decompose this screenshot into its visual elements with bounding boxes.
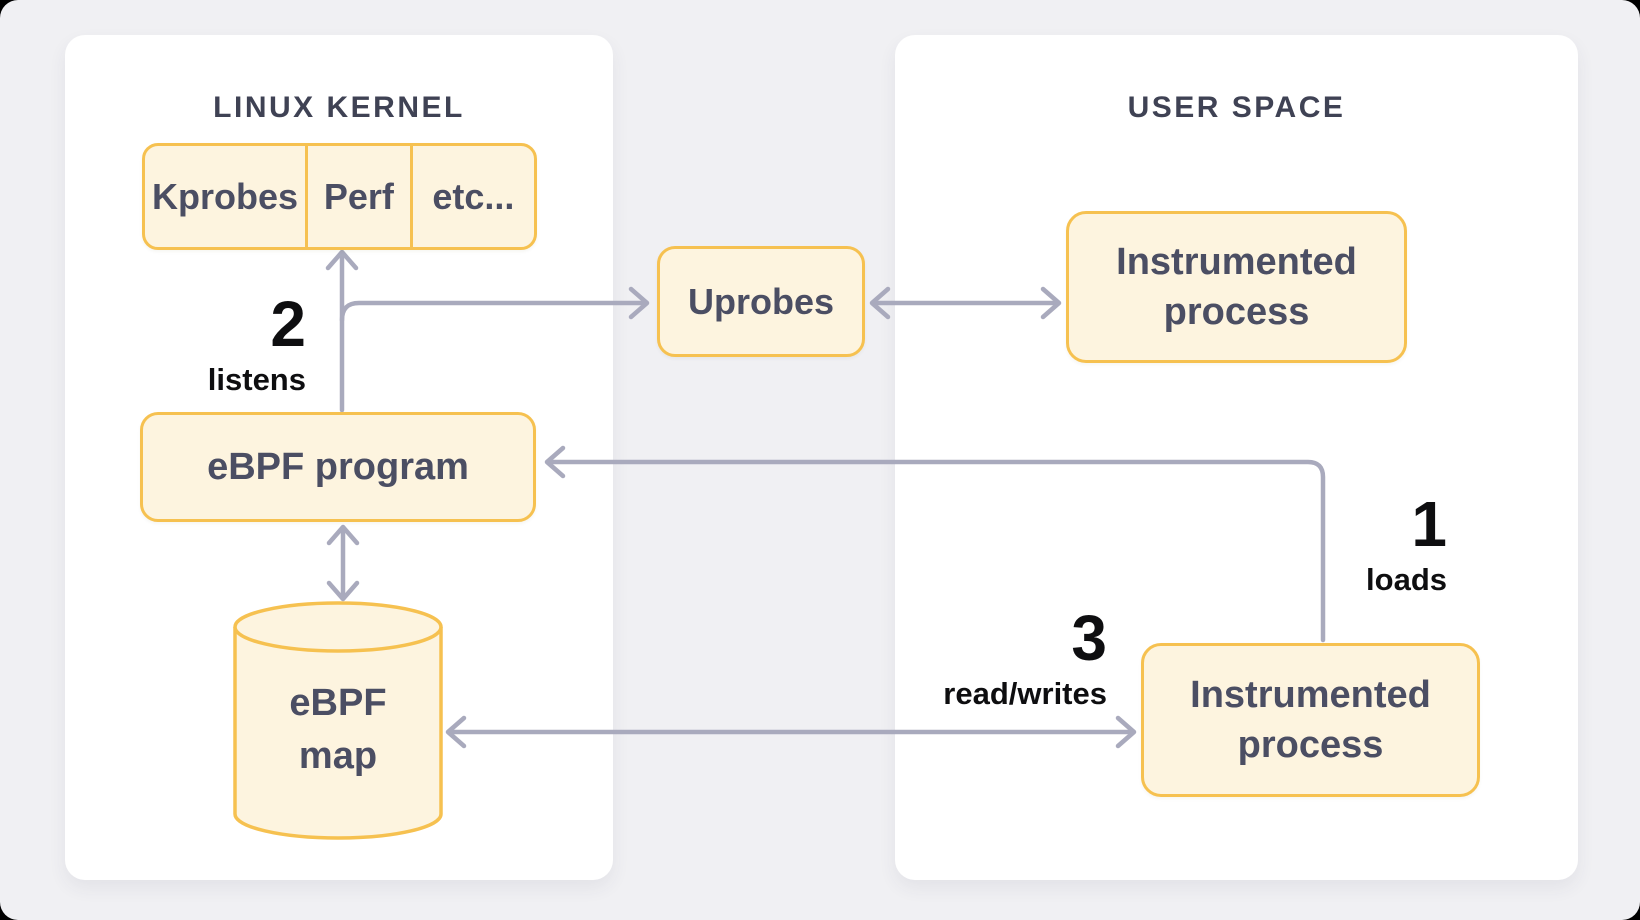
instrumented-top-line2: process	[1163, 291, 1310, 333]
linux-kernel-title: LINUX KERNEL	[213, 91, 465, 124]
instrumented-bottom-line2: process	[1237, 724, 1384, 766]
step-2-annotation: 2 listens	[140, 292, 306, 395]
ebpf-map-line2: map	[298, 734, 378, 777]
step-1-label: loads	[1366, 562, 1447, 597]
kprobes-node: Kprobes	[145, 146, 308, 247]
perf-node: Perf	[308, 146, 413, 247]
step-3-label: read/writes	[943, 676, 1107, 711]
step-3-annotation: 3 read/writes	[915, 606, 1107, 709]
step-1-annotation: 1 loads	[1285, 492, 1447, 595]
uprobes-label: Uprobes	[687, 280, 835, 322]
step-2-number: 2	[270, 288, 306, 360]
instrumented-process-bottom-node: Instrumented process	[1141, 643, 1480, 797]
probe-sources-row: Kprobes Perf etc...	[142, 143, 537, 250]
step-3-number: 3	[1071, 602, 1107, 674]
ebpf-program-label: eBPF program	[207, 445, 469, 488]
etc-node: etc...	[432, 175, 515, 217]
arrowhead-right-icon	[628, 286, 650, 320]
ebpf-map-node: eBPF map	[235, 603, 441, 838]
uprobes-node: Uprobes	[657, 246, 865, 357]
user-space-title: USER SPACE	[1127, 91, 1346, 124]
instrumented-top-line1: Instrumented	[1116, 240, 1357, 283]
arrowhead-left-icon	[869, 286, 891, 320]
ebpf-map-line1: eBPF	[289, 682, 387, 725]
ebpf-program-node: eBPF program	[140, 412, 536, 522]
step-1-number: 1	[1411, 488, 1447, 560]
step-2-label: listens	[207, 362, 306, 397]
instrumented-bottom-line1: Instrumented	[1190, 673, 1431, 716]
instrumented-process-top-node: Instrumented process	[1066, 211, 1407, 363]
